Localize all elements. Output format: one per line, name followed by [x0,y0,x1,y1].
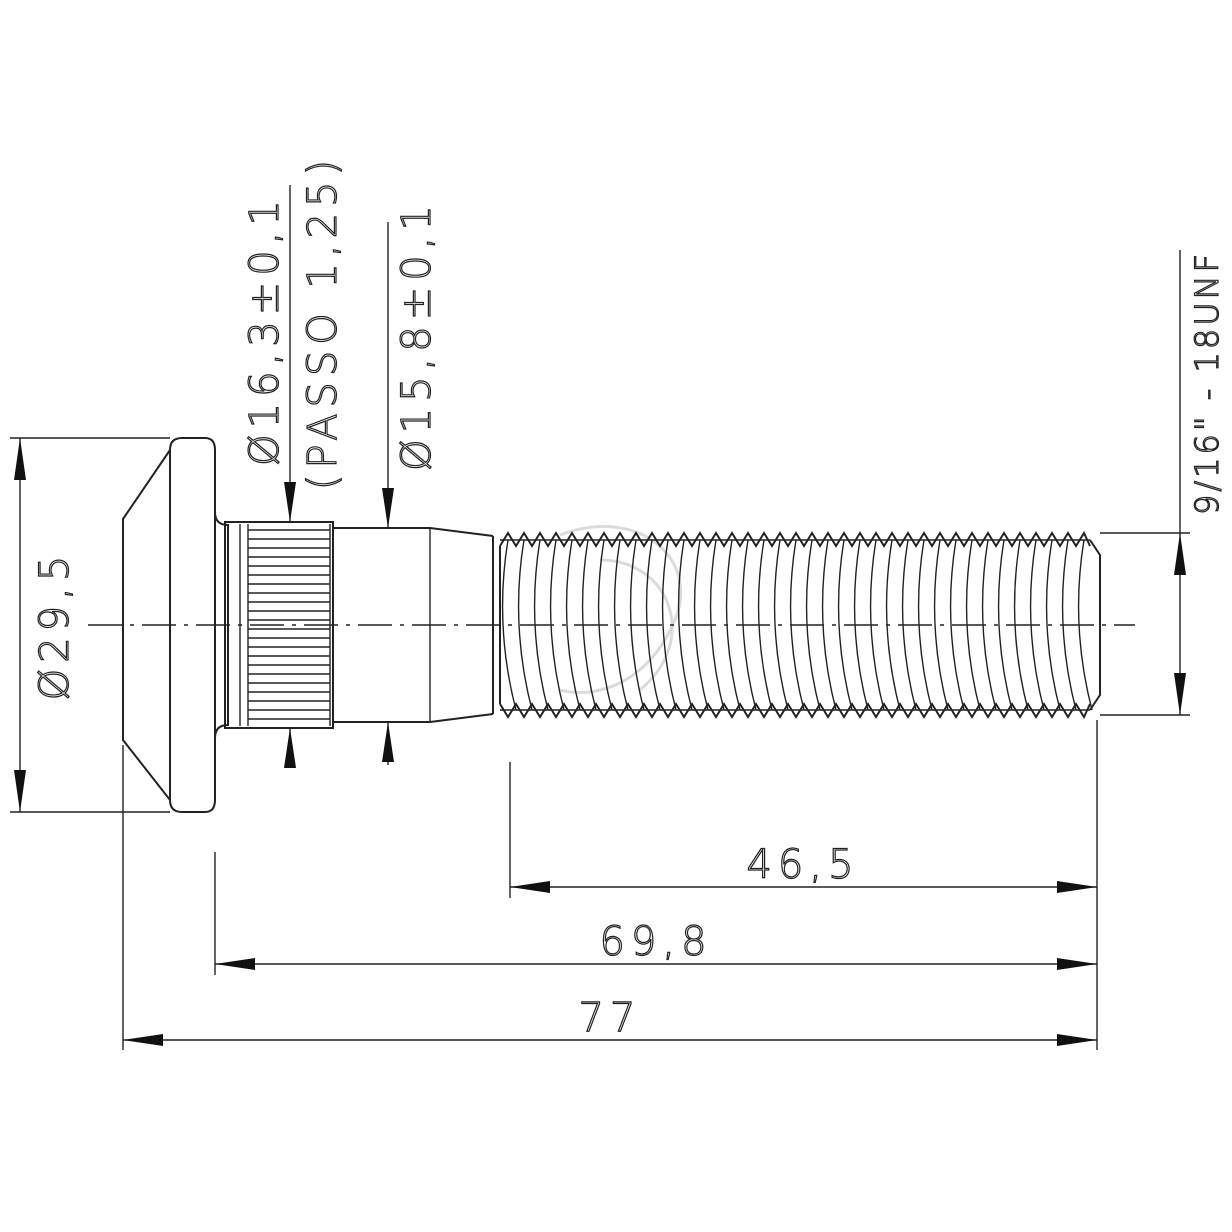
thread-length-label: 46,5 [746,842,859,888]
dim-shank-diameter: Ø15,8±0,1 [382,199,441,765]
dim-thread-length: 46,5 [509,720,1098,1050]
dim-head-diameter: Ø29,5 [10,437,170,813]
overall-length-label: 77 [579,995,642,1041]
head-diameter-label: Ø29,5 [32,550,78,701]
under-head-length-label: 69,8 [599,919,712,965]
watermark-logo [559,525,683,694]
dim-knurl-diameter: Ø16,3±0,1 (PASSO 1,25) [241,153,347,768]
dim-under-head-length: 69,8 [214,852,1097,975]
dim-overall-length: 77 [122,745,1097,1050]
knurl-pitch-label: (PASSO 1,25) [300,154,346,490]
shank-diameter-label: Ø15,8±0,1 [394,199,440,471]
knurl-diameter-label: Ø16,3±0,1 [242,194,288,466]
thread-spec-label: 9/16" - 18UNF [1188,251,1226,515]
dim-thread-spec: 9/16" - 18UNF [1100,250,1227,716]
